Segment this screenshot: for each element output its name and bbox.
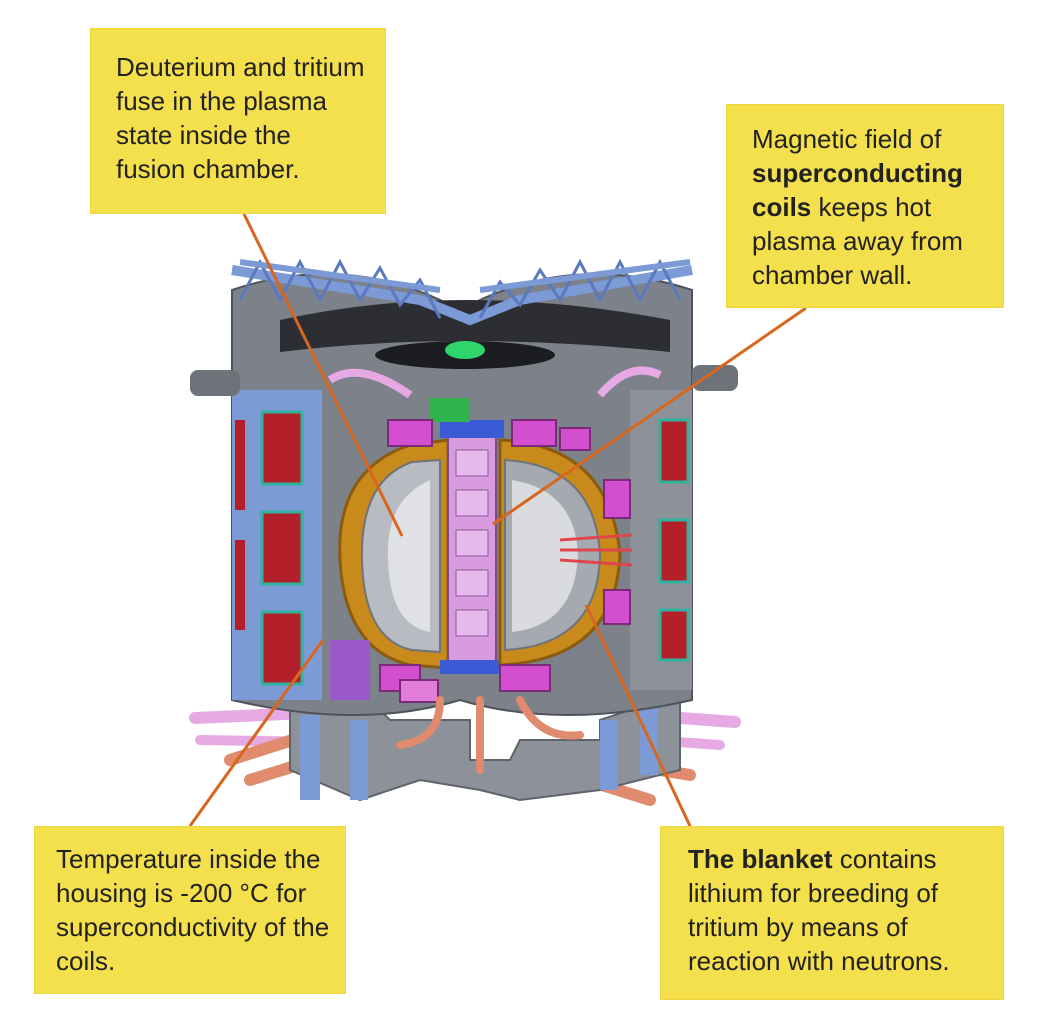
right-vacuum-vessel bbox=[498, 438, 633, 667]
leader-line-blanket bbox=[584, 604, 692, 827]
callout-magnetic-post: keeps hot plasma away from chamber wall. bbox=[752, 192, 963, 290]
leader-line-temperature bbox=[188, 639, 325, 827]
magenta-coils bbox=[379, 419, 631, 703]
left-wall bbox=[232, 390, 322, 700]
callout-magnetic-bold: superconducting coils bbox=[752, 158, 963, 222]
left-toroidal-coil bbox=[330, 438, 450, 700]
inner-pipes bbox=[396, 696, 584, 774]
callout-blanket-bold: The blanket bbox=[688, 844, 833, 874]
callout-blanket: The blanket contains lithium for breedin… bbox=[660, 826, 1004, 1000]
side-ports bbox=[190, 365, 738, 399]
callout-fusion-text: Deuterium and tritium fuse in the plasma… bbox=[116, 52, 365, 184]
callout-magnetic-pre: Magnetic field of bbox=[752, 124, 942, 154]
right-wall bbox=[630, 390, 692, 690]
cryostat-base bbox=[289, 699, 681, 802]
leader-line-magnetic bbox=[492, 306, 807, 526]
leader-line-fusion bbox=[242, 213, 404, 537]
leader-lines bbox=[188, 213, 807, 827]
callout-magnetic-field: Magnetic field of superconducting coils … bbox=[726, 104, 1004, 308]
callout-blanket-post: contains lithium for breeding of tritium… bbox=[688, 844, 950, 976]
callout-fusion-chamber: Deuterium and tritium fuse in the plasma… bbox=[90, 28, 386, 214]
central-solenoid bbox=[430, 398, 504, 674]
callout-temperature-text: Temperature inside the housing is -200 °… bbox=[56, 844, 330, 976]
callout-temperature: Temperature inside the housing is -200 °… bbox=[34, 826, 346, 994]
top-truss bbox=[231, 258, 693, 326]
